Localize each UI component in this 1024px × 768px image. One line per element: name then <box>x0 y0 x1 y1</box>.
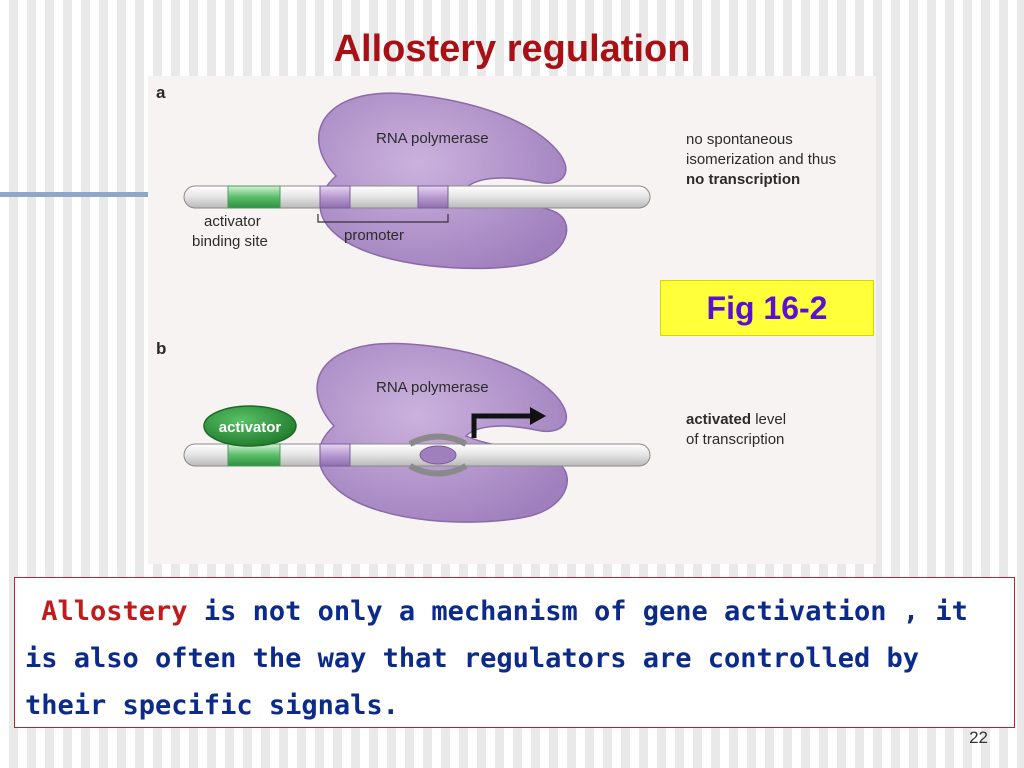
panel-b-note-rest: level <box>751 411 786 428</box>
panel-a-note-3: no transcription <box>686 171 800 188</box>
slide-title: Allostery regulation <box>333 28 691 70</box>
activator-protein: activator <box>203 405 297 447</box>
activator-label: activator <box>219 419 282 436</box>
panel-a-note-2: isomerization and thus <box>686 151 836 168</box>
panel-a-letter: a <box>156 83 166 102</box>
panel-a-note-1: no spontaneous <box>686 131 793 148</box>
caption-text: is not only a mechanism of gene activati… <box>25 596 968 721</box>
promoter-bracket <box>317 214 449 223</box>
transcription-diagram: a RNA polymerase activator binding site … <box>156 83 836 523</box>
panel-b-note-2: of transcription <box>686 431 784 448</box>
enzyme-label-a: RNA polymerase <box>376 130 489 147</box>
enzyme-label-b: RNA polymerase <box>376 379 489 396</box>
accent-divider <box>0 192 150 197</box>
promoter-label: promoter <box>344 227 404 244</box>
polymerase-shape-b <box>316 342 568 523</box>
caption-box: Allostery is not only a mechanism of gen… <box>14 577 1015 728</box>
transcription-start-arrow-icon <box>471 407 546 438</box>
caption-lead-term: Allostery <box>41 596 188 627</box>
panel-b-note-bold: activated <box>686 411 751 428</box>
panel-b-letter: b <box>156 339 166 358</box>
page-number: 22 <box>969 728 988 747</box>
panel-b-note-1: activated level <box>686 411 786 428</box>
activator-site-label-2: binding site <box>192 233 268 250</box>
figure-reference-badge: Fig 16-2 <box>660 280 874 336</box>
dna-strand-b <box>183 433 651 477</box>
activator-site-label-1: activator <box>204 213 261 230</box>
dna-strand-a <box>183 185 651 209</box>
